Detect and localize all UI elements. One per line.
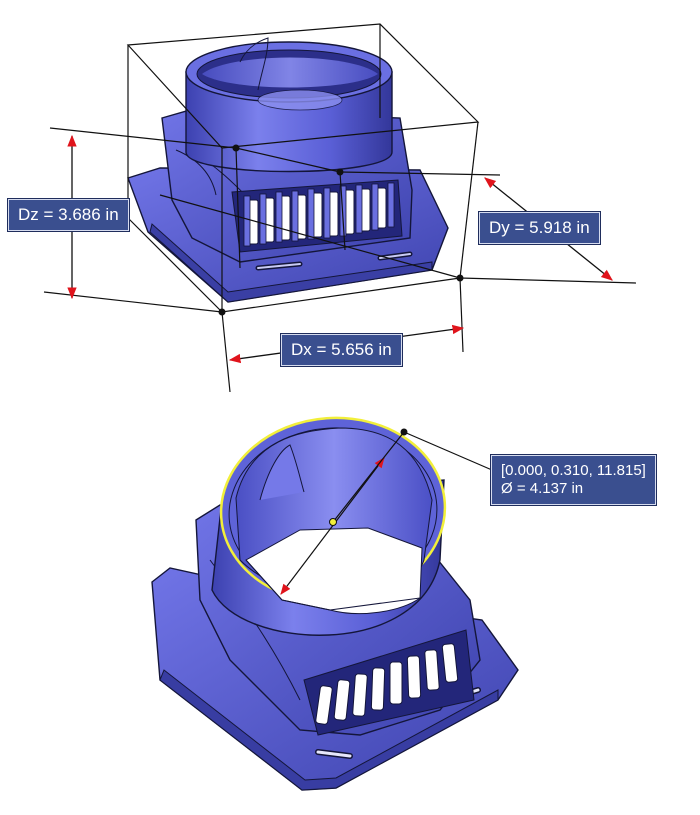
circle-info-label: [0.000, 0.310, 11.815] Ø = 4.137 in [491,455,656,505]
diameter-arrow [280,457,385,595]
bounding-box-wireframe [126,23,480,313]
dz-label: Dz = 3.686 in [8,199,129,231]
leader-endpoint [400,428,408,436]
circle-diameter: Ø = 4.137 in [501,480,584,497]
dy-label: Dy = 5.918 in [479,212,600,244]
circle-coordinates: [0.000, 0.310, 11.815] [501,462,646,479]
dx-label: Dx = 5.656 in [281,334,402,366]
top-part-model [127,37,449,303]
vent-grille [231,179,403,253]
diameter-measurement [280,428,493,595]
leader-line-diagonal [332,431,405,523]
bottom-vent-grille [303,629,475,736]
vertex-points [218,144,464,316]
circle-center-point [329,518,337,526]
leader-line-horizontal [403,431,493,471]
bottom-part-model [151,416,519,791]
